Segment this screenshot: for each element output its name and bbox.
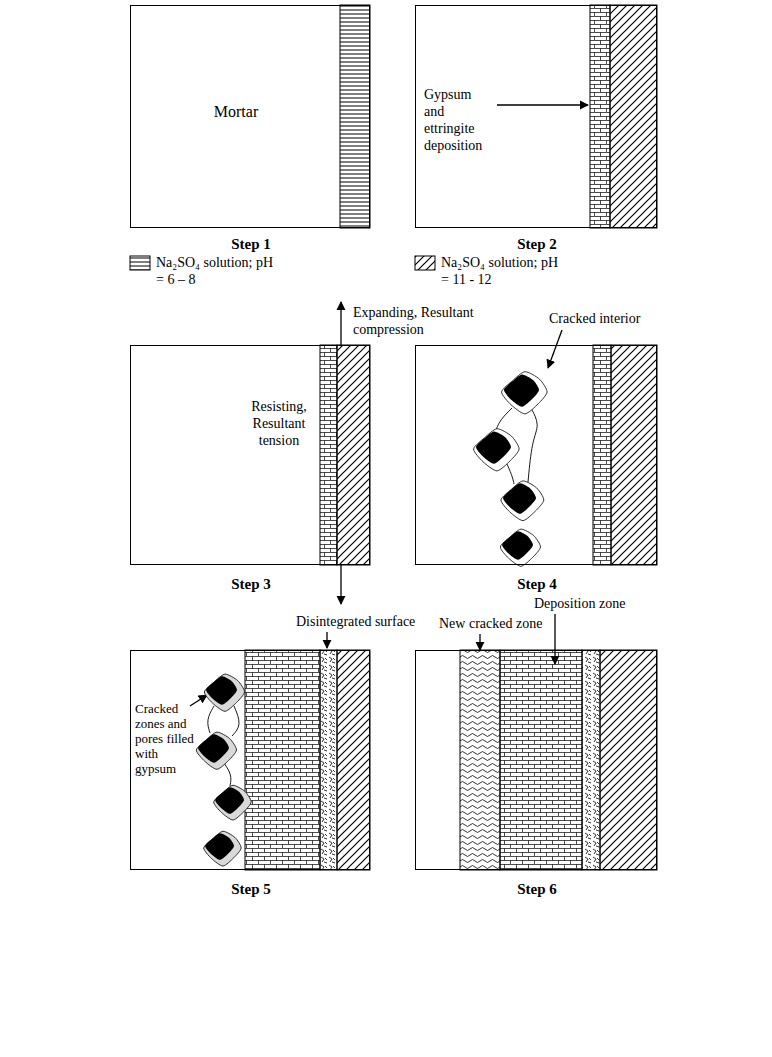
deposition-band — [320, 345, 337, 565]
force-label: Expanding, Resultant compression — [353, 304, 503, 338]
step-caption: Step 6 — [416, 880, 658, 898]
crack-halo — [204, 831, 241, 866]
step-caption: Step 2 — [416, 235, 658, 253]
crack-halo — [502, 372, 548, 414]
crack-line — [506, 462, 514, 484]
leader-arrow — [326, 632, 327, 648]
crack-line — [528, 408, 537, 482]
callout-label: Gypsum and ettringite deposition — [424, 86, 490, 154]
force-label: Resisting, Resultant tension — [241, 398, 317, 449]
disintegrated-band — [320, 650, 337, 870]
crack-line — [232, 706, 239, 736]
leader-arrow — [497, 104, 588, 105]
legend-swatch — [130, 256, 150, 270]
leader-arrow — [479, 634, 480, 650]
aggregate — [198, 734, 229, 763]
crack-line — [224, 763, 231, 786]
solution-band — [337, 345, 370, 565]
step-panel: Gypsum and ettringite depositionStep 2 — [415, 5, 657, 228]
crack-halo — [501, 481, 544, 521]
step-caption: Step 1 — [131, 235, 371, 253]
aggregate — [476, 431, 511, 463]
step-panel: New cracked zoneDeposition zoneStep 6 — [415, 650, 657, 870]
legend-text: Na₂SO₄ solution; pH = 6 – 8 — [156, 254, 276, 288]
step-panel: Disintegrated surfaceCracked zones and p… — [130, 650, 370, 870]
step-caption: Step 5 — [131, 880, 371, 898]
step-panel: Expanding, Resultant compressionResistin… — [130, 345, 370, 565]
disintegrated-band — [582, 650, 600, 870]
aggregate — [215, 787, 244, 814]
crack-halo — [204, 674, 244, 711]
deposition-zone — [500, 650, 582, 870]
aggregate — [205, 833, 234, 860]
crack-line — [208, 706, 214, 733]
crack-halo — [214, 785, 251, 820]
force-arrow — [340, 565, 341, 604]
aggregate — [502, 531, 533, 560]
legend-swatch — [415, 256, 435, 270]
legend-text: Na₂SO₄ solution; pH = 11 - 12 — [441, 254, 561, 288]
callout-label: Cracked interior — [549, 310, 664, 327]
callout-label: Cracked zones and pores filled with gyps… — [135, 701, 199, 776]
deposition-band — [593, 345, 611, 565]
aggregate — [503, 483, 536, 514]
leader-arrow — [554, 614, 555, 664]
solution-band — [600, 650, 657, 870]
aggregate — [206, 676, 237, 705]
material-label: Mortar — [181, 102, 291, 121]
solution-band — [340, 5, 370, 228]
leader-arrow — [548, 330, 562, 368]
crack-halo — [474, 429, 520, 471]
crack-halo — [500, 529, 540, 566]
callout-label: Deposition zone — [534, 595, 644, 612]
aggregate — [504, 374, 539, 406]
step-panel: MortarStep 1 — [130, 5, 370, 228]
step-caption: Step 3 — [131, 575, 371, 593]
solution-band — [610, 5, 657, 228]
force-arrow — [340, 302, 341, 345]
solution-band — [337, 650, 370, 870]
crack-halo — [196, 732, 236, 769]
deposition-zone — [245, 650, 320, 870]
crack-line — [496, 408, 512, 430]
step-caption: Step 4 — [416, 575, 658, 593]
cracked-zone — [460, 650, 500, 870]
leader-arrow — [190, 695, 207, 706]
solution-band — [611, 345, 657, 565]
callout-label: New cracked zone — [439, 615, 554, 632]
deposition-band — [590, 5, 610, 228]
step-panel: Cracked interiorStep 4 — [415, 345, 657, 565]
callout-label: Disintegrated surface — [296, 613, 431, 630]
